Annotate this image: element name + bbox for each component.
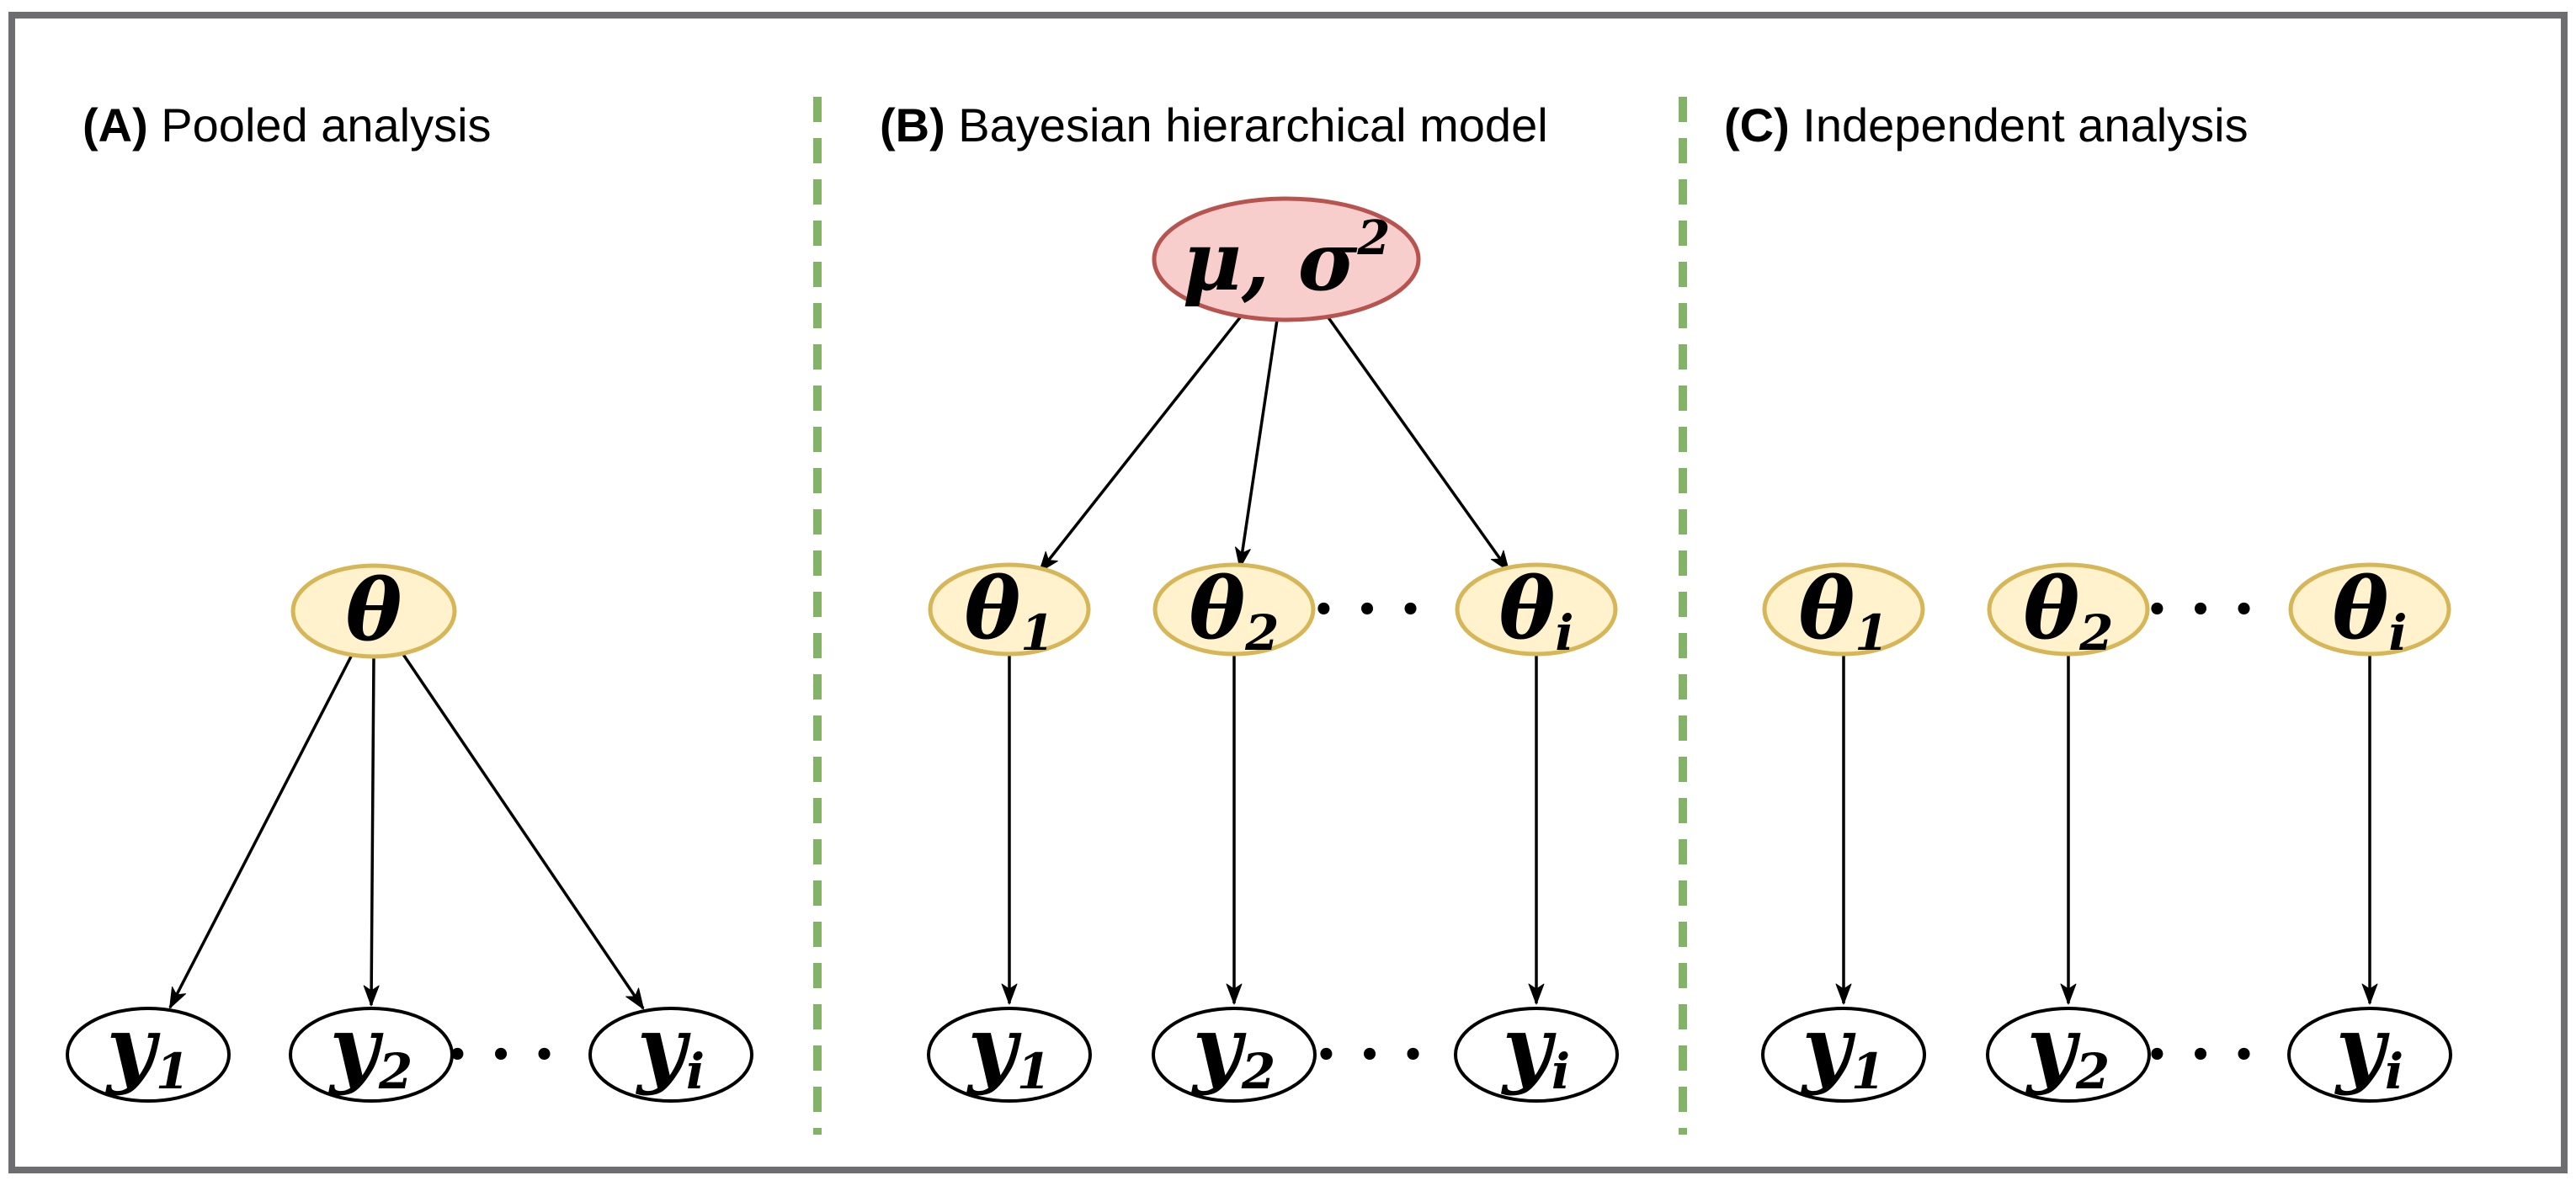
node-b-y1-label: y1 xyxy=(966,997,1051,1100)
ellipsis-c-y-row: ••• xyxy=(2147,1035,2277,1075)
arrow-a-theta-y2 xyxy=(363,656,380,1007)
node-c-yi-ellipse xyxy=(2287,1007,2452,1103)
node-a-y1: y1 xyxy=(66,997,231,1103)
node-b-y1-ellipse xyxy=(927,1007,1092,1103)
node-a-y2-label: y2 xyxy=(328,997,412,1100)
node-a-y2-ellipse xyxy=(289,1007,454,1103)
node-b-y2: y2 xyxy=(1152,997,1317,1103)
node-b-thetai-label: θi xyxy=(1499,559,1574,662)
node-a-theta-ellipse xyxy=(290,563,457,659)
node-c-thetai-label: θi xyxy=(2333,559,2408,662)
node-b-theta2-ellipse xyxy=(1152,562,1316,657)
node-c-theta1: θ1 xyxy=(1762,559,1925,662)
node-b-theta2: θ2 xyxy=(1152,559,1316,662)
panel-a-title: (A) Pooled analysis xyxy=(82,98,492,152)
ellipsis-b-theta-row: ••• xyxy=(1313,590,1444,630)
node-c-theta2-label: θ2 xyxy=(2023,559,2113,662)
arrow-b-hyper-theta2 xyxy=(1235,319,1279,569)
arrow-a-theta-yi xyxy=(401,652,645,1010)
node-a-y1-label: y1 xyxy=(105,997,189,1100)
node-b-thetai-ellipse xyxy=(1455,562,1618,657)
node-c-y1: y1 xyxy=(1761,997,1926,1103)
arrow-b-hyper-thetai xyxy=(1326,315,1510,572)
node-b-theta1-label: θ1 xyxy=(964,559,1054,662)
node-b-hyper-label: μ, σ2 xyxy=(1183,210,1391,309)
node-c-theta1-label: θ1 xyxy=(1798,559,1888,662)
node-b-theta1: θ1 xyxy=(928,559,1091,662)
panel-a: (A) Pooled analysis θ y1 y2 ••• yi xyxy=(66,98,753,1103)
ellipsis-a-y-row: ••• xyxy=(447,1035,577,1075)
panel-c-title: (C) Independent analysis xyxy=(1724,98,2249,152)
node-b-yi-label: yi xyxy=(1501,997,1570,1100)
node-a-theta-label: θ xyxy=(346,561,402,660)
panel-b: (B) Bayesian hierarchical model μ, σ2 θ1… xyxy=(880,98,1619,1103)
ellipsis-c-theta-row: ••• xyxy=(2147,590,2277,630)
panel-c-title-text: Independent analysis xyxy=(1790,98,2249,152)
ellipsis-b-y-row: ••• xyxy=(1316,1035,1446,1075)
panel-c-label: (C) xyxy=(1724,98,1790,152)
panel-b-label: (B) xyxy=(880,98,945,152)
figure-border xyxy=(8,12,2568,1173)
node-c-theta2-ellipse xyxy=(1987,562,2150,657)
panel-a-title-text: Pooled analysis xyxy=(148,98,492,152)
node-c-y2: y2 xyxy=(1986,997,2151,1103)
arrow-a-theta-y1 xyxy=(168,654,354,1009)
panel-c: (C) Independent analysis θ1 θ2 ••• θi y1… xyxy=(1724,98,2452,1103)
panel-b-title: (B) Bayesian hierarchical model xyxy=(880,98,1548,152)
node-b-yi: yi xyxy=(1454,997,1619,1103)
node-b-y1: y1 xyxy=(927,997,1092,1103)
node-b-thetai: θi xyxy=(1455,559,1618,662)
node-c-thetai-ellipse xyxy=(2288,562,2451,657)
node-c-yi-label: yi xyxy=(2334,997,2403,1100)
node-c-y2-ellipse xyxy=(1986,1007,2151,1103)
node-b-theta1-ellipse xyxy=(928,562,1091,657)
node-c-thetai: θi xyxy=(2288,559,2451,662)
arrow-b-hyper-theta1 xyxy=(1038,315,1243,573)
panel-b-title-text: Bayesian hierarchical model xyxy=(945,98,1548,152)
node-c-y2-label: y2 xyxy=(2025,997,2110,1100)
node-b-y2-ellipse xyxy=(1152,1007,1317,1103)
node-c-theta1-ellipse xyxy=(1762,562,1925,657)
node-b-hyper: μ, σ2 xyxy=(1152,196,1421,322)
node-c-y1-ellipse xyxy=(1761,1007,1926,1103)
node-a-theta: θ xyxy=(290,561,457,660)
panel-a-label: (A) xyxy=(82,98,148,152)
node-a-yi: yi xyxy=(588,997,753,1103)
node-a-yi-label: yi xyxy=(636,997,705,1100)
node-a-y2: y2 xyxy=(289,997,454,1103)
node-b-yi-ellipse xyxy=(1454,1007,1619,1103)
node-b-y2-label: y2 xyxy=(1191,997,1275,1100)
node-a-y1-ellipse xyxy=(66,1007,231,1103)
node-c-theta2: θ2 xyxy=(1987,559,2150,662)
node-c-yi: yi xyxy=(2287,997,2452,1103)
node-a-yi-ellipse xyxy=(588,1007,753,1103)
node-b-theta2-label: θ2 xyxy=(1189,559,1279,662)
node-c-y1-label: y1 xyxy=(1801,997,1885,1100)
node-b-hyper-ellipse xyxy=(1152,196,1421,322)
